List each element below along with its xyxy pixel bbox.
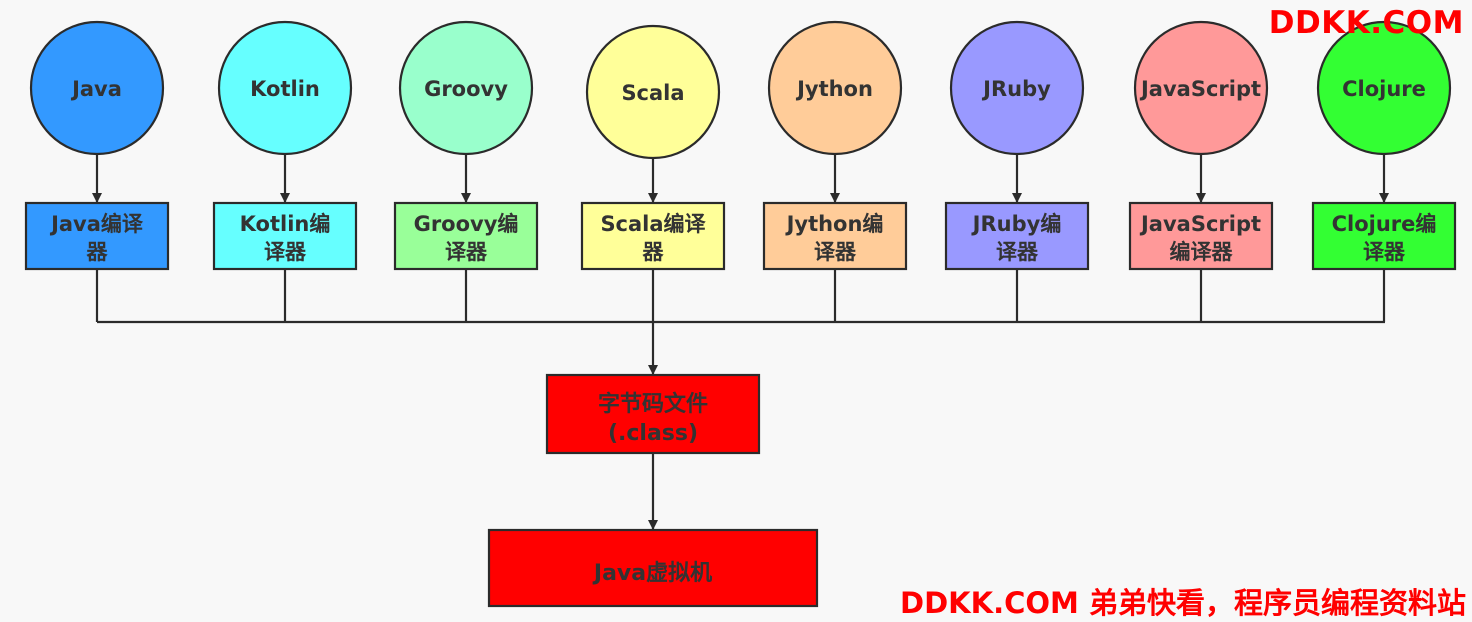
compiler-label-line-2: 译器 <box>996 240 1039 264</box>
compiler-label-line-1: JRuby编 <box>971 212 1062 236</box>
compiler-label-line-2: 编译器 <box>1170 240 1234 264</box>
jvm-box <box>487 528 819 608</box>
language-label: Java <box>70 77 122 101</box>
bytecode-node: 字节码文件 (.class) <box>545 373 761 455</box>
compiler-box <box>393 201 539 271</box>
compiler-box <box>944 201 1090 271</box>
bytecode-label-line-1: 字节码文件 <box>598 391 708 417</box>
language-label: Clojure <box>1342 77 1426 101</box>
language-label: JavaScript <box>1139 77 1261 101</box>
compiler-label-line-2: 器 <box>86 240 109 264</box>
compiler-label-line-1: JavaScript <box>1139 212 1261 236</box>
bytecode-label-line-2: (.class) <box>608 421 698 446</box>
compiler-label-line-1: Groovy编 <box>414 212 519 236</box>
compiler-label-line-1: Scala编译 <box>600 212 706 236</box>
language-layer: JavaJava编译器KotlinKotlin编译器GroovyGroovy编译… <box>24 20 1457 322</box>
watermark-bottom: DDKK.COM 弟弟快看，程序员编程资料站 <box>900 586 1466 620</box>
compiler-label-line-1: Clojure编 <box>1332 212 1437 236</box>
bytecode-box <box>545 373 761 455</box>
compiler-box <box>24 201 170 271</box>
jvm-label: Java虚拟机 <box>592 560 712 586</box>
language-label: Groovy <box>424 77 508 101</box>
compiler-label-line-1: Java编译 <box>49 212 144 236</box>
jvm-node: Java虚拟机 <box>487 528 819 608</box>
compiler-box <box>1311 201 1457 271</box>
compiler-label-line-1: Kotlin编 <box>240 212 331 236</box>
compiler-label-line-2: 译器 <box>445 240 488 264</box>
language-label: Kotlin <box>250 77 320 101</box>
compiler-label-line-2: 译器 <box>814 240 857 264</box>
compiler-label-line-2: 器 <box>642 240 665 264</box>
compiler-box <box>762 201 908 271</box>
compiler-label-line-1: Jython编 <box>785 212 884 236</box>
language-label: Jython <box>795 77 873 101</box>
compiler-label-line-2: 译器 <box>264 240 307 264</box>
language-label: JRuby <box>981 77 1051 101</box>
watermark-top: DDKK.COM <box>1268 5 1464 41</box>
language-label: Scala <box>621 81 684 105</box>
compiler-box <box>580 201 726 271</box>
compiler-label-line-2: 译器 <box>1363 240 1406 264</box>
